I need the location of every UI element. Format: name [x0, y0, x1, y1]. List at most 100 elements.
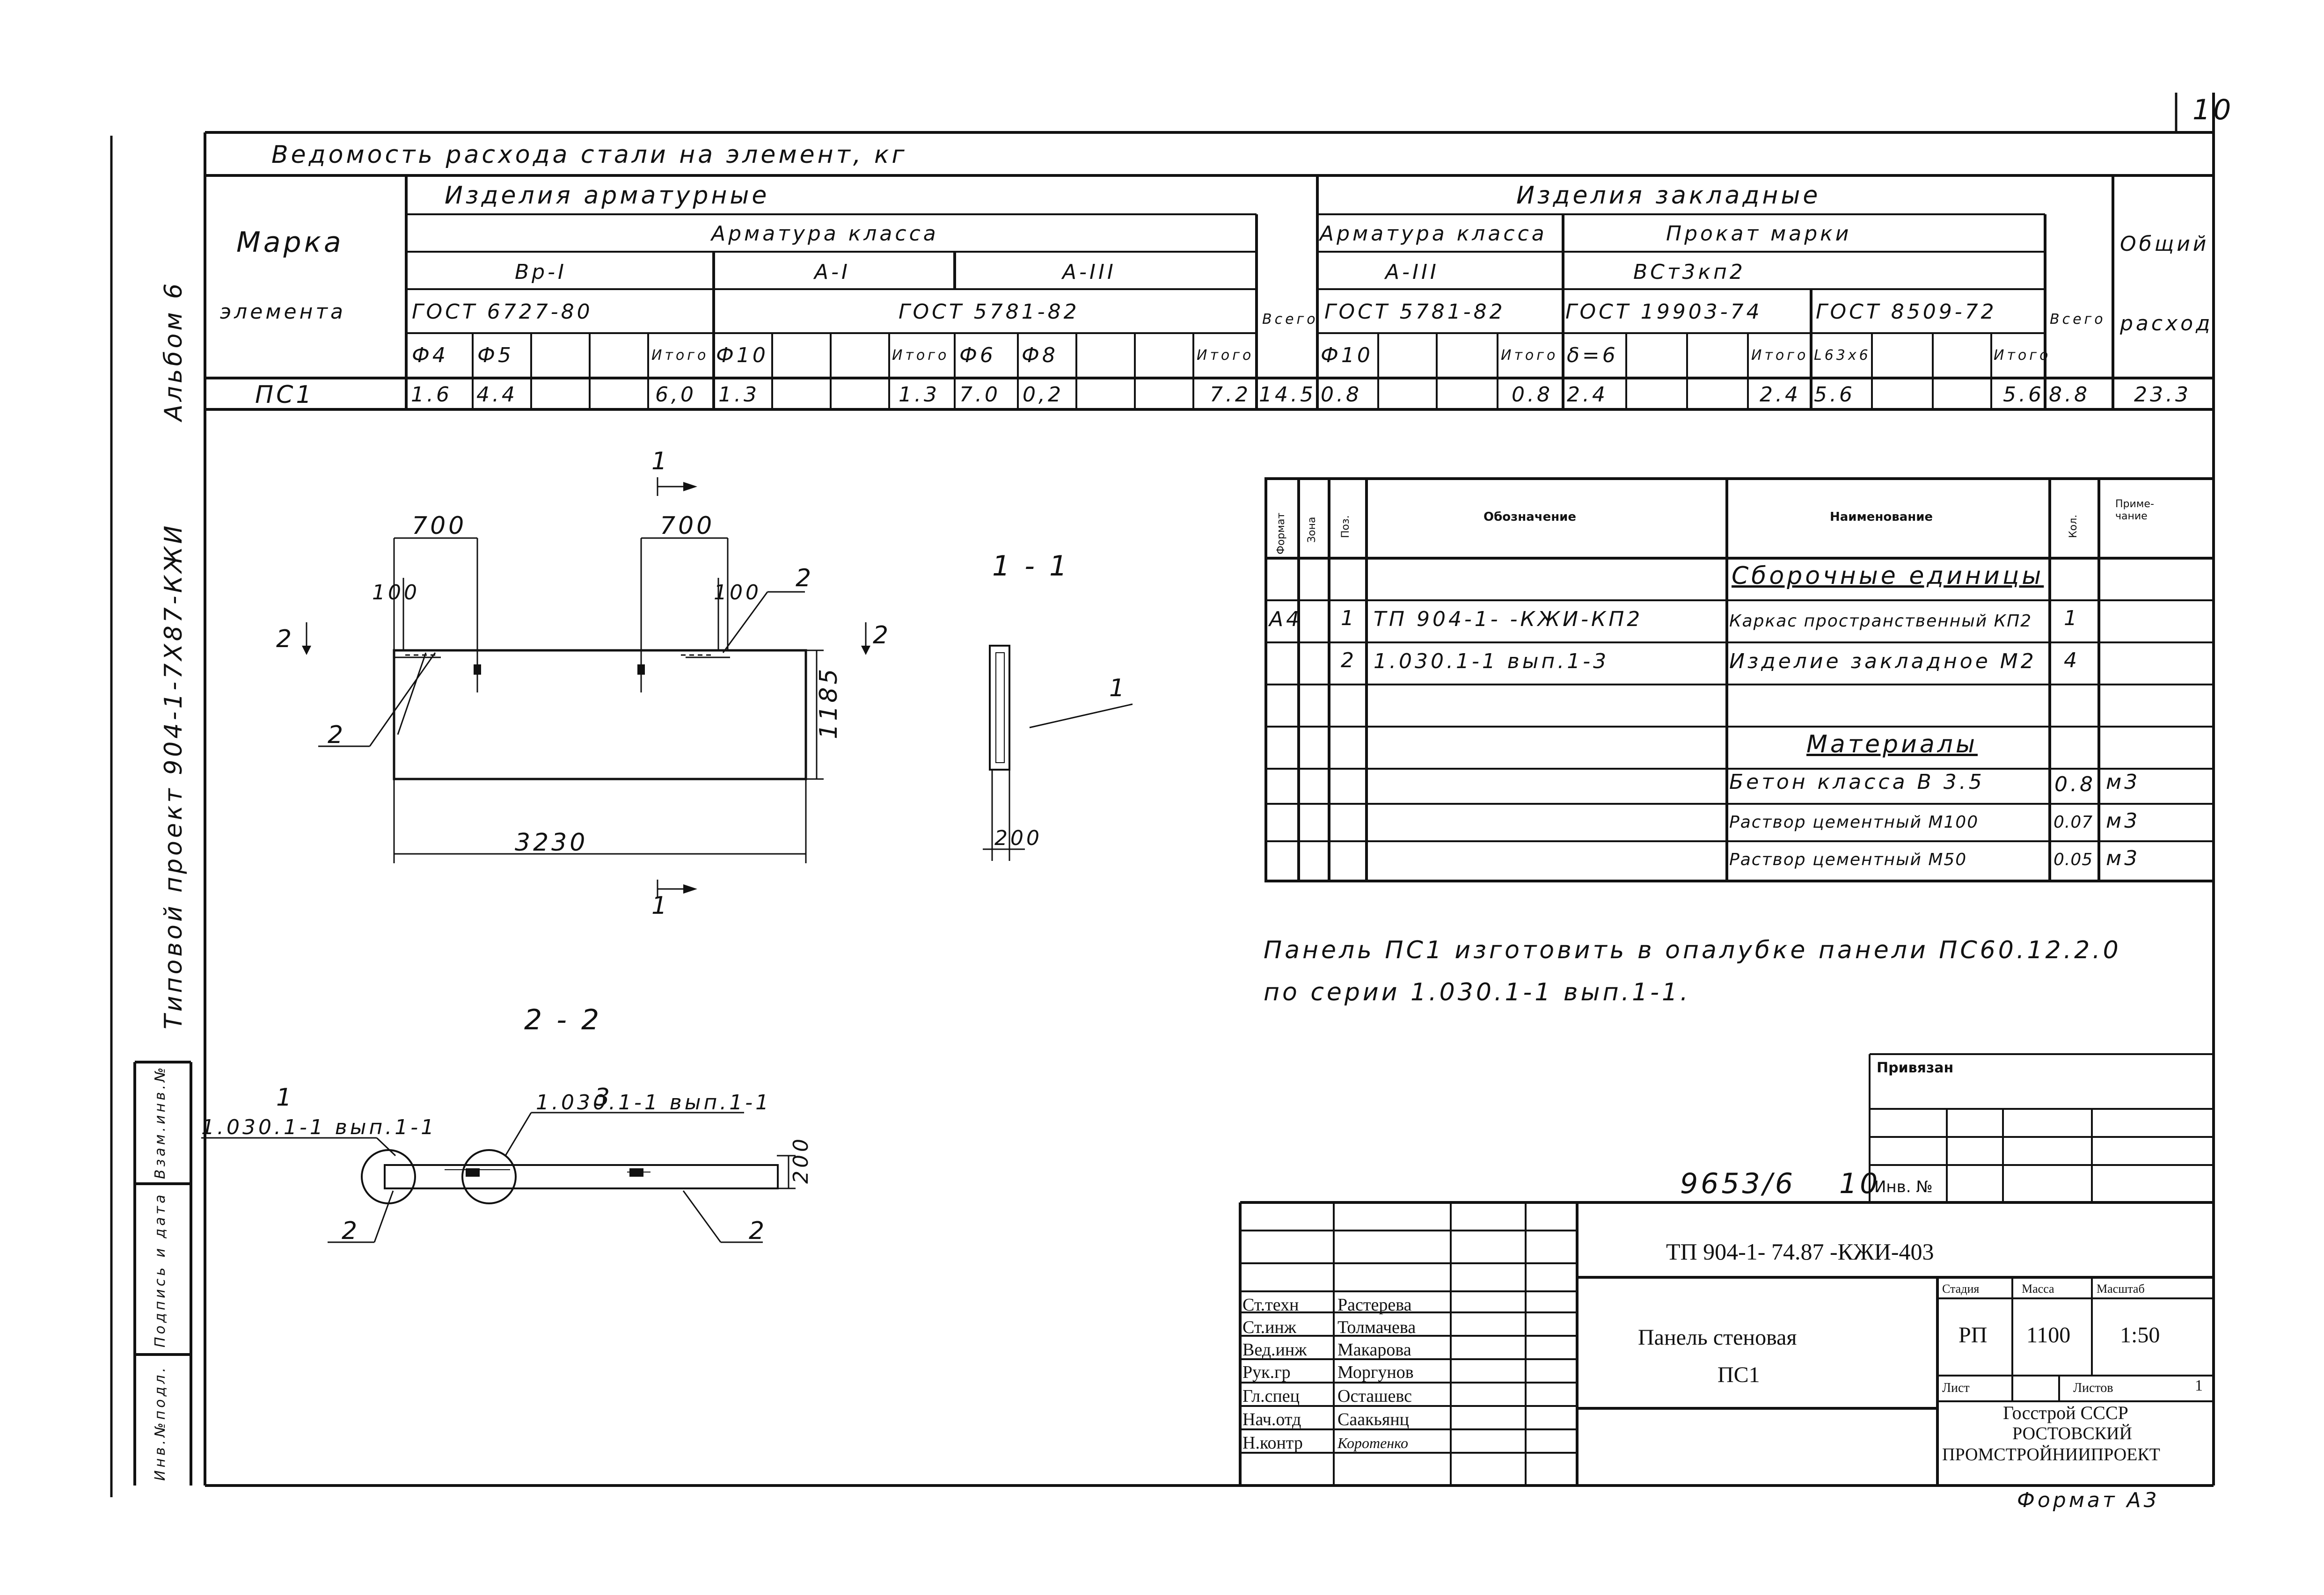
masshtab-header: Масштаб — [2097, 1282, 2145, 1296]
left-strip-podpis: Подпись и дата — [152, 1192, 168, 1348]
class-a1: А-I — [814, 260, 850, 284]
inv-no-label: Инв. № — [1874, 1178, 1933, 1196]
spec-section-assembly: Сборочные единицы — [1732, 562, 2044, 590]
masshtab-value: 1:50 — [2120, 1323, 2160, 1347]
listov-value: 1 — [2195, 1377, 2203, 1394]
rashod-label: расход — [2120, 312, 2213, 335]
dim-100-right: 100 — [714, 581, 761, 604]
val-d6: 7.0 — [959, 383, 1001, 407]
val-zitogo1: 0.8 — [1512, 383, 1553, 407]
col-d10: Ф10 — [716, 343, 768, 367]
gost-6727: ГОСТ 6727-80 — [412, 300, 593, 324]
spec-head-prim: Приме- чание — [2115, 498, 2154, 523]
spec-head-kol: Кол. — [2068, 514, 2079, 538]
zaklad-gost-5781: ГОСТ 5781-82 — [1324, 300, 1505, 324]
spec-row2-naim: Изделие закладное М2 — [1729, 649, 2037, 673]
col-itogo3: Итого — [1197, 347, 1254, 364]
dim-700-left: 700 — [412, 512, 467, 540]
name-4: Моргунов — [1337, 1362, 1414, 1382]
prokat-marki: Прокат марки — [1666, 222, 1852, 246]
name-1: Растерева — [1337, 1295, 1412, 1315]
col-itogo1: Итого — [651, 347, 709, 364]
name-6: Саакьянц — [1337, 1410, 1410, 1429]
gost-19903: ГОСТ 19903-74 — [1565, 300, 1762, 324]
obshiy-label: Общий — [2120, 232, 2209, 256]
role-2: Ст.инж — [1242, 1318, 1297, 1337]
dim-100-left: 100 — [372, 581, 420, 604]
callout-2-plan-right: 2 — [796, 564, 814, 592]
left-strip-vzam: Взам.инв.№ — [152, 1064, 168, 1179]
steel-table-title: Ведомость расхода стали на элемент, кг — [271, 141, 907, 169]
spec-section-materials: Материалы — [1806, 730, 1978, 758]
format-label: Формат А3 — [2017, 1488, 2160, 1512]
spec-row2-kol: 4 — [2064, 648, 2080, 672]
val-itogo3: 7.2 — [1210, 383, 1251, 407]
class-vr1: Вр-I — [515, 260, 567, 284]
col-d6s: δ=6 — [1567, 343, 1618, 367]
spec-head-naim: Наименование — [1830, 510, 1933, 524]
album-label: Альбом 6 — [160, 280, 188, 421]
spec-row1-poz: 1 — [1341, 606, 1357, 630]
stamp-number: 9653/6 — [1680, 1167, 1796, 1200]
gost-5781: ГОСТ 5781-82 — [899, 300, 1080, 324]
org-line-1: Госстрой СССР — [2003, 1402, 2128, 1423]
armatura-klassa: Арматура класса — [711, 222, 939, 246]
section-2-2-title: 2 - 2 — [524, 1004, 602, 1036]
col-zd10: Ф10 — [1321, 343, 1373, 367]
stadiya-header: Стадия — [1942, 1282, 1980, 1296]
vst-marka: ВСт3кп2 — [1633, 260, 1746, 284]
row-marka: ПС1 — [255, 381, 314, 409]
name-3: Макарова — [1337, 1340, 1411, 1360]
spec-mat3-prim: м3 — [2106, 846, 2141, 870]
val-zvsego: 8.8 — [2049, 383, 2090, 407]
col-zitogo3: Итого — [1994, 347, 2051, 364]
callout-2-detail-right: 2 — [749, 1217, 767, 1245]
spec-row1-kol: 1 — [2064, 606, 2080, 630]
dim-1185: 1185 — [815, 666, 843, 739]
name-2: Толмачева — [1337, 1318, 1416, 1337]
massa-header: Масса — [2022, 1282, 2054, 1296]
class-a3: А-III — [1062, 260, 1116, 284]
name-5: Осташевс — [1337, 1386, 1412, 1406]
title-block-name-1: Панель стеновая — [1638, 1325, 1797, 1350]
section-1-bottom: 1 — [651, 892, 670, 920]
zaklad-arm-klassa: Арматура класса — [1320, 222, 1547, 246]
val-itogo2: 1.3 — [899, 383, 940, 407]
val-d6s: 2.4 — [1567, 383, 1608, 407]
dim-200-section: 200 — [994, 826, 1042, 850]
zaklad-class-a3: А-III — [1385, 260, 1439, 284]
spec-row1-naim: Каркас пространственный КП2 — [1729, 612, 2032, 631]
privyazan-label: Привязан — [1877, 1060, 1954, 1076]
spec-head-oboz: Обозначение — [1484, 510, 1577, 524]
note-line-1: Панель ПС1 изготовить в опалубке панели … — [1264, 936, 2121, 964]
stadiya-value: РП — [1959, 1323, 1988, 1347]
val-zitogo2: 2.4 — [1760, 383, 1801, 407]
val-d8: 0,2 — [1023, 383, 1064, 407]
note-line-2: по серии 1.030.1-1 вып.1-1. — [1264, 978, 1691, 1006]
spec-mat2-naim: Раствор цементный М100 — [1729, 813, 1979, 832]
role-6: Нач.отд — [1242, 1410, 1301, 1429]
spec-row2-poz: 2 — [1341, 648, 1357, 672]
section-2-left: 2 — [276, 625, 295, 653]
spec-mat3-kol: 0.05 — [2054, 850, 2093, 869]
role-5: Гл.спец — [1242, 1386, 1300, 1406]
dim-3230: 3230 — [515, 829, 588, 857]
val-itogo1: 6,0 — [655, 383, 696, 407]
section-1-1-title: 1 - 1 — [992, 550, 1070, 583]
col-d6: Ф6 — [959, 343, 996, 367]
spec-mat1-naim: Бетон класса В 3.5 — [1729, 770, 1985, 794]
left-strip-inv-podl: Инв.№подл. — [152, 1365, 168, 1481]
ref-1-label: 1.030.1-1 вып.1-1 — [201, 1115, 437, 1139]
marka-label-2: элемента — [220, 300, 346, 324]
callout-2-detail-left: 2 — [342, 1217, 360, 1245]
title-block-name-2: ПС1 — [1717, 1362, 1760, 1387]
spec-mat2-kol: 0.07 — [2054, 813, 2093, 832]
spec-mat1-prim: м3 — [2106, 770, 2141, 794]
section-1-top: 1 — [651, 447, 670, 475]
val-zitogo3: 5.6 — [2003, 383, 2044, 407]
zaklad-vsego-label: Всего — [2050, 311, 2106, 328]
val-d10: 1.3 — [718, 383, 760, 407]
val-total: 23.3 — [2134, 383, 2191, 407]
col-itogo2: Итого — [892, 347, 950, 364]
